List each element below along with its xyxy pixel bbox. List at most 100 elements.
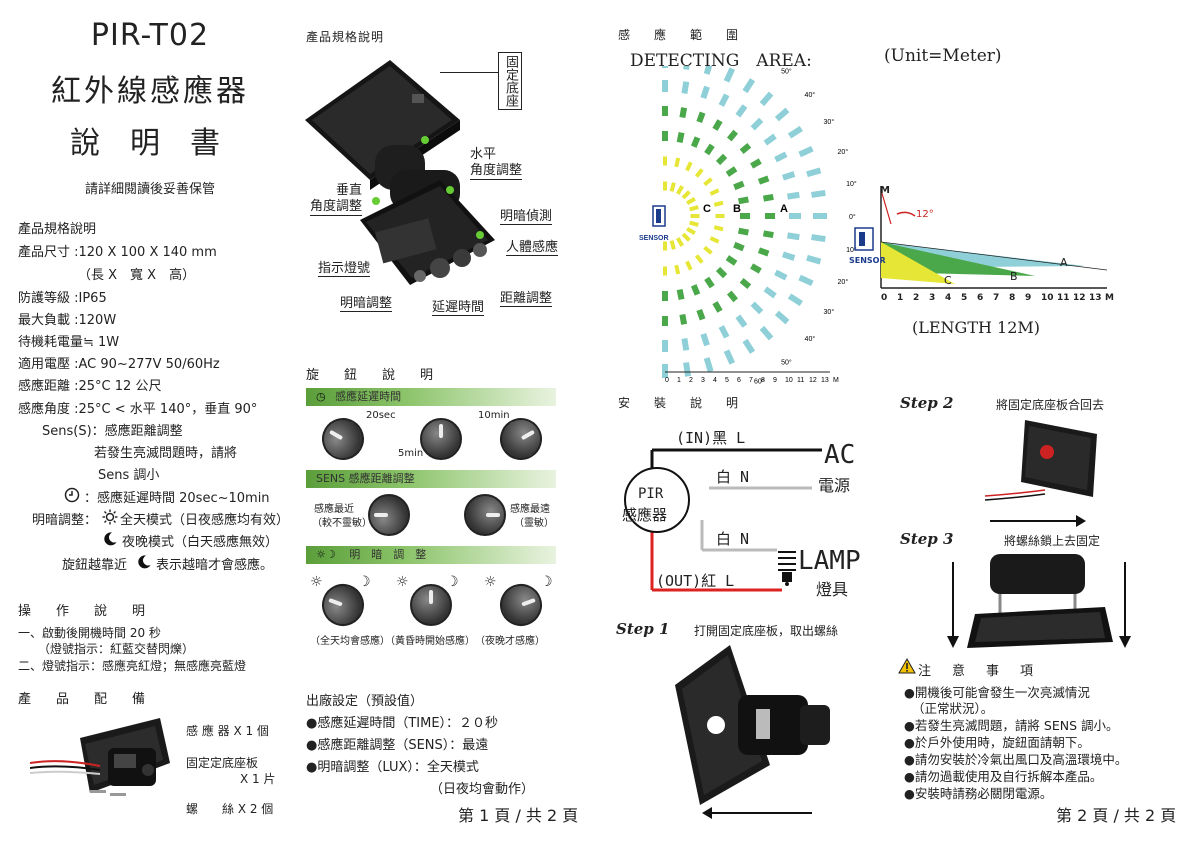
detection-segment: [712, 301, 723, 313]
clock-icon: ◷: [316, 390, 326, 403]
detection-segment: [806, 254, 822, 265]
device-diagram: [300, 50, 560, 310]
detection-segment: [750, 158, 762, 169]
detection-segment: [763, 286, 777, 299]
pir-label: PIR: [638, 486, 664, 502]
axis-tick-label: M: [833, 377, 839, 384]
warning-icon: [898, 657, 916, 678]
ac-label: AC: [824, 440, 856, 470]
note-1b: （正常狀況）。: [912, 701, 994, 716]
time-10min: 10min: [478, 410, 510, 421]
axis-tick-label: 5: [725, 377, 729, 384]
axis-tick-label: 5: [961, 293, 968, 303]
detection-segment: [681, 81, 690, 94]
range-heading: 感 應 範 圍: [618, 28, 745, 42]
detection-segment: [806, 167, 822, 178]
zone-label-a: A: [1060, 256, 1068, 269]
factory-heading: 出廠設定（預設值）: [306, 694, 424, 709]
accessory-screws: 螺 絲 X 2 個: [186, 802, 274, 816]
lux-caption: （全天均會感應）（黃昏時開始感應） （夜晚才感應）: [310, 636, 545, 647]
detection-segment: [787, 191, 800, 200]
angle-label: 10°: [846, 246, 857, 254]
callout-lux: 明暗調整: [340, 292, 393, 312]
step3-photo: [945, 552, 1135, 652]
axis-tick-label: 4: [713, 377, 717, 384]
axis-tick-label: 0: [665, 377, 669, 384]
step2-label: Step 2: [900, 394, 954, 412]
sens-far-2: （靈敏）: [514, 518, 554, 529]
step3-text: 將螺絲鎖上去固定: [1004, 534, 1101, 548]
diagram-heading: 產品規格說明: [306, 30, 385, 44]
axis-tick-label: 11: [1057, 293, 1070, 303]
sens-far: 感應最遠: [510, 504, 550, 515]
detection-segment: [742, 338, 756, 354]
lamp-icon: [776, 548, 798, 590]
detection-segment: [765, 213, 775, 219]
notes-heading: 注 意 事 項: [918, 664, 1038, 679]
note-4: ●請勿安裝於冷氣出風口及高溫環境中。: [904, 752, 1128, 767]
wire-out-red: (OUT)紅 L: [656, 572, 735, 590]
zone-label: C: [703, 203, 711, 215]
wire-in-black: (IN)黑 L: [676, 429, 746, 447]
detection-segment: [663, 241, 667, 251]
detection-segment: [762, 193, 774, 202]
axis-tick-label: 9: [1025, 293, 1032, 303]
angle-label: 20°: [838, 278, 849, 286]
detection-segment: [669, 240, 676, 250]
detection-segment: [662, 131, 668, 141]
detection-segment: [723, 67, 736, 83]
axis-tick-label: 13: [821, 377, 829, 384]
time-5min: 5min: [398, 448, 424, 459]
model-title: PIR-T02: [90, 18, 210, 53]
detection-segment: [663, 181, 667, 191]
sensor-label: SENSOR: [639, 235, 669, 242]
lamp-zh-label: 燈具: [816, 580, 849, 599]
lux-bar-label: 明 暗 調 整: [349, 548, 427, 561]
step1-text: 打開固定底座板，取出螺絲: [694, 624, 839, 638]
detection-segment: [811, 189, 826, 198]
sens-text-1: 若發生亮滅問題時，請將: [94, 446, 238, 461]
detection-segment: [703, 66, 714, 75]
zone-label-b: B: [1010, 270, 1018, 283]
callout-distance: 距離調整: [500, 287, 553, 307]
spec-size-dims: （長 X 寬 X 高）: [78, 268, 196, 283]
detection-segment: [700, 333, 710, 347]
detection-segment: [683, 66, 692, 70]
detection-segment: [662, 340, 668, 352]
sens-near-2: （較不靈敏）: [312, 518, 372, 529]
detection-segment: [700, 85, 710, 99]
detection-segment: [704, 143, 715, 156]
detection-segment: [694, 168, 704, 178]
note-6: ●安裝時請務必關閉電源。: [904, 786, 1053, 801]
detection-segment: [674, 157, 681, 168]
axis-tick-label: 10: [785, 377, 793, 384]
time-text: ：感應延遲時間 20sec~10min: [84, 491, 270, 506]
detection-segment: [663, 266, 667, 276]
detection-segment: [787, 293, 803, 307]
sun-icon: ☼: [316, 548, 326, 561]
moon-icon: ☽: [540, 574, 553, 590]
axis-tick-label: 12: [809, 377, 817, 384]
callout-body-sensor: 人體感應: [506, 236, 559, 256]
detection-segment: [663, 156, 667, 166]
pir-sensor-label: 感應器: [622, 506, 668, 524]
detection-segment: [676, 185, 684, 195]
lux-label: 明暗調整：: [32, 513, 98, 528]
operation-line-2: （燈號指示：紅藍交替閃爍）: [38, 642, 195, 656]
axis-tick-label: 2: [913, 293, 920, 303]
callout-light-sensor: 明暗偵測: [500, 205, 553, 225]
operation-line-3: 二、燈號指示：感應亮紅燈；無感應亮藍燈: [18, 659, 247, 673]
accessories-photo: [29, 708, 180, 808]
wire-white-n-1: 白 N: [716, 468, 750, 486]
detection-segment: [737, 196, 749, 205]
moon-icon: ☽: [358, 574, 371, 590]
factory-time: ●感應延遲時間（TIME）：２０秒: [306, 716, 499, 731]
detection-segment: [694, 254, 704, 264]
detection-segment: [685, 260, 693, 271]
install-heading: 安 裝 說 明: [618, 396, 745, 410]
operation-line-1: 一、啟動後開機時間 20 秒: [18, 626, 161, 640]
axis-tick-label: 11: [797, 377, 804, 384]
detection-segment: [740, 213, 750, 219]
page-number-1: 第 1 頁 / 共 2 頁: [458, 806, 579, 825]
